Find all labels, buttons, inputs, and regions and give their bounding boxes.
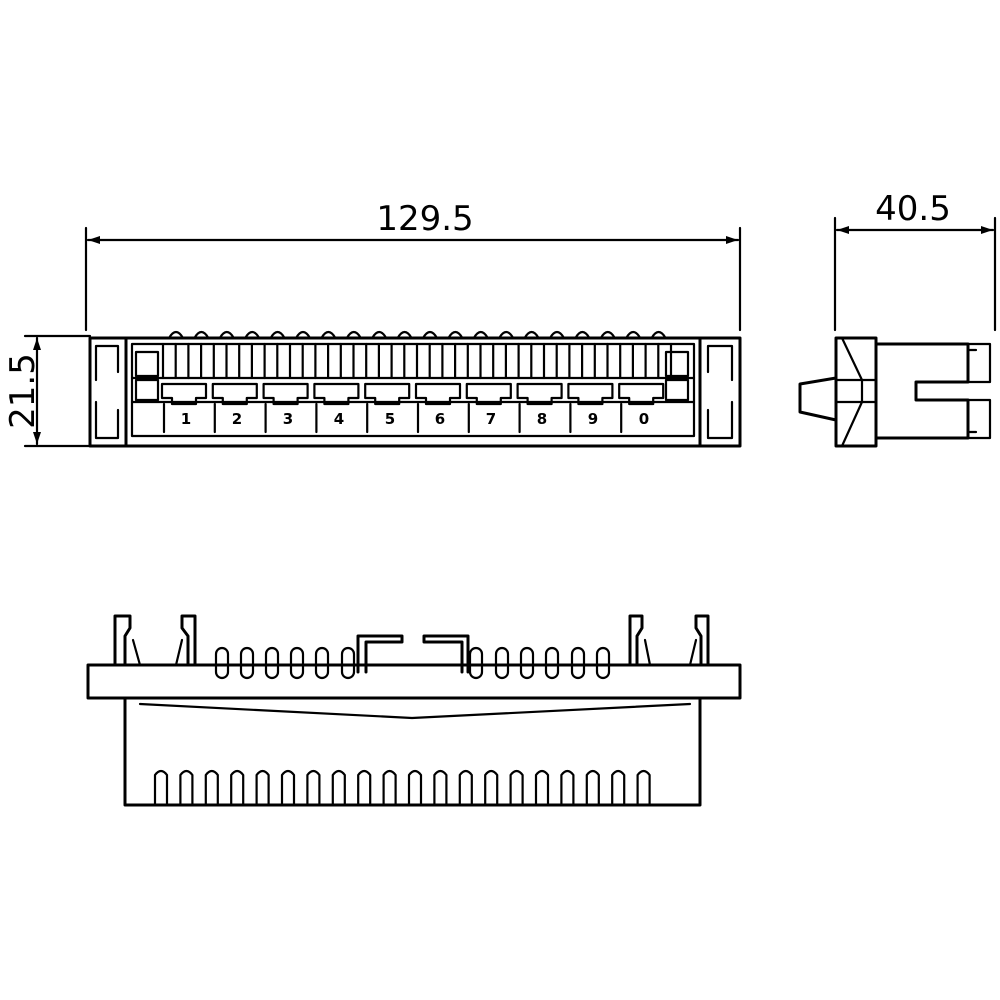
contact-window [414,382,462,406]
contact-pin [595,646,611,680]
comb-tooth [484,769,499,807]
contact-window [160,382,208,406]
contact-pin [519,646,535,680]
side-view [798,336,992,448]
contact-pin [494,646,510,680]
contact-bump [396,330,413,340]
contact-pin [544,646,560,680]
contact-bump [599,330,616,340]
comb-tooth [636,769,651,807]
comb-tooth [407,769,423,807]
comb-tooth [433,769,448,807]
contact-pin [570,646,586,680]
comb-tooth [534,769,550,807]
contact-bump [294,330,312,340]
contact-windows [160,382,665,434]
slot-label-5: 5 [385,410,395,428]
contact-bump [523,330,540,340]
slot-label-6: 6 [435,410,445,428]
contact-window [364,382,411,406]
dimension-depth: 40.5 [833,189,997,332]
contact-bump [218,330,235,340]
dimension-height: 21.5 [3,334,92,448]
contact-window [211,382,258,406]
contact-bump [574,330,591,340]
contact-window [313,382,360,406]
comb-tooth [331,769,346,807]
depth-label: 40.5 [875,189,951,229]
contact-pin [468,646,484,680]
slot-label-9: 9 [588,410,598,428]
contact-bump [345,330,362,340]
contact-bump [498,330,515,340]
comb-tooth [458,769,473,807]
contact-pin [340,646,356,680]
slot-label-2: 2 [232,410,242,428]
comb-tooth [382,769,397,807]
slot-label-3: 3 [283,410,293,428]
comb-tooth [230,769,245,807]
contact-pin [289,646,305,680]
side-body [834,336,878,448]
comb-tooth [204,769,219,807]
contact-pin [239,646,255,680]
contact-pins [214,646,611,680]
comb-teeth [153,769,651,807]
comb-tooth [509,769,524,807]
side-terminal [874,342,970,440]
dimension-length: 129.5 [84,199,742,332]
comb-tooth [153,769,169,807]
contact-bump [625,330,642,340]
slot-label-8: 8 [537,410,547,428]
comb-tooth [179,769,194,807]
slot-labels: 1 2 3 4 5 6 7 8 9 0 [181,410,649,428]
comb-tooth [611,769,626,807]
slot-label-0: 0 [639,410,649,428]
contact-pin [214,646,230,680]
contact-bump [244,330,261,340]
comb-tooth [255,769,270,807]
length-label: 129.5 [376,199,473,239]
contact-bumps [167,330,667,340]
right-mounting-clip [628,614,710,667]
bottom-body [123,696,702,807]
contact-window [465,382,512,406]
comb-tooth [357,769,372,807]
contact-window [516,382,563,406]
mounting-flange [86,663,742,700]
block-body [124,336,702,448]
comb-tooth [306,769,321,807]
right-end-bracket [698,336,742,448]
contact-bump [548,330,566,340]
side-front-wedge [798,376,838,422]
bottom-view [86,614,742,807]
comb-tooth [585,769,600,807]
contact-bump [371,330,388,340]
contact-bump [472,330,489,340]
contact-pin [314,646,330,680]
contact-bump [193,330,210,340]
comb-tooth [560,769,575,807]
contact-bump [269,330,286,340]
contact-bump [167,330,185,340]
contact-bump [421,330,439,340]
ribs [161,342,673,380]
center-clip [356,634,470,674]
front-view: 1 2 3 4 5 6 7 8 9 0 [88,330,742,448]
comb-tooth [280,769,296,807]
slot-label-1: 1 [181,410,191,428]
contact-window [262,382,309,406]
contact-window [567,382,614,406]
contact-window [618,382,665,406]
height-label: 21.5 [3,353,43,429]
contact-bump [447,330,464,340]
contact-bump [320,330,337,340]
slot-label-7: 7 [486,410,496,428]
contact-pin [264,646,280,680]
left-mounting-clip [113,614,197,667]
contact-bump [650,330,667,340]
slot-label-4: 4 [334,410,344,428]
